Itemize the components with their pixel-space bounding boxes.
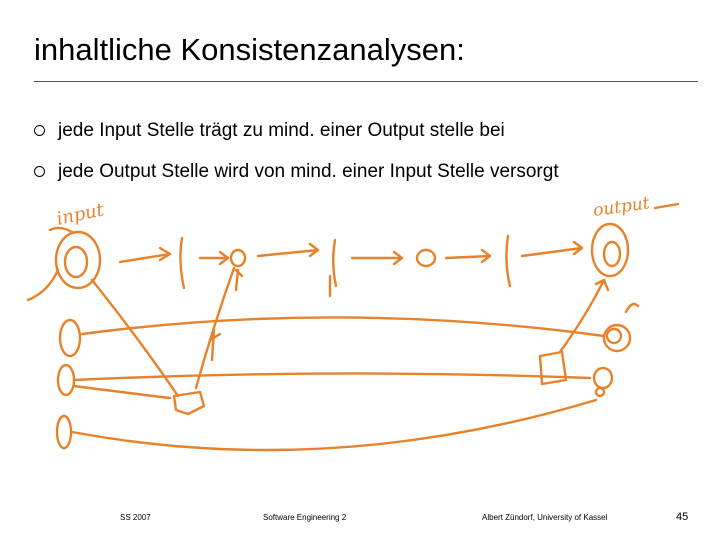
footer-term: SS 2007 (120, 513, 151, 522)
output-label: output (592, 193, 651, 221)
page-number: 45 (676, 511, 689, 523)
arc-up-tick (208, 328, 222, 362)
arrow-2 (198, 250, 230, 266)
place-2 (229, 248, 247, 268)
arc-box-to-output (558, 278, 610, 354)
transition-3 (505, 234, 512, 288)
place-right-hook (624, 302, 640, 314)
input-place-lead (48, 226, 74, 234)
arrow-3 (256, 242, 320, 258)
arc-input-left-lead (26, 268, 60, 302)
place-left-2 (56, 363, 76, 397)
title-divider (34, 81, 698, 82)
circle-bullet-icon (34, 125, 45, 136)
arc-left2-right (72, 372, 592, 382)
place-right-1b (605, 327, 623, 345)
arc-left1-right1 (80, 316, 606, 338)
output-label-tail (653, 202, 680, 210)
output-place-inner (602, 240, 622, 268)
arc-up-to-place2 (194, 266, 236, 390)
arrow-6 (520, 240, 584, 258)
input-place-outer (54, 230, 102, 290)
transition-2 (332, 238, 338, 288)
arrow-4 (350, 250, 404, 266)
place-3 (415, 248, 437, 268)
arc-left2-box (72, 384, 172, 400)
arc-input-to-box (90, 278, 180, 398)
arrow-1 (118, 246, 172, 264)
footer-course: Software Engineering 2 (263, 513, 347, 522)
footer-author: Albert Zündorf, University of Kassel (482, 513, 608, 522)
bullet-text: jede Output Stelle wird von mind. einer … (58, 161, 559, 182)
arrow-5 (444, 248, 492, 264)
output-place-outer (590, 222, 630, 278)
place-right-2 (592, 366, 614, 390)
transition-lower-left (172, 390, 206, 416)
bullet-text: jede Input Stelle trägt zu mind. einer O… (58, 120, 505, 141)
transition-lower-right (538, 350, 568, 386)
place-left-1 (58, 318, 82, 358)
input-label: input (55, 199, 107, 230)
transition-1 (179, 236, 186, 290)
place-right-1 (602, 323, 632, 353)
place-left-3 (55, 414, 73, 450)
place-right-3 (594, 386, 606, 398)
input-place-inner (63, 245, 89, 279)
slide-title: inhaltliche Konsistenzanalysen: (34, 32, 465, 67)
circle-bullet-icon (34, 166, 45, 177)
tick-1 (234, 268, 332, 298)
arc-left3-right (70, 398, 598, 452)
